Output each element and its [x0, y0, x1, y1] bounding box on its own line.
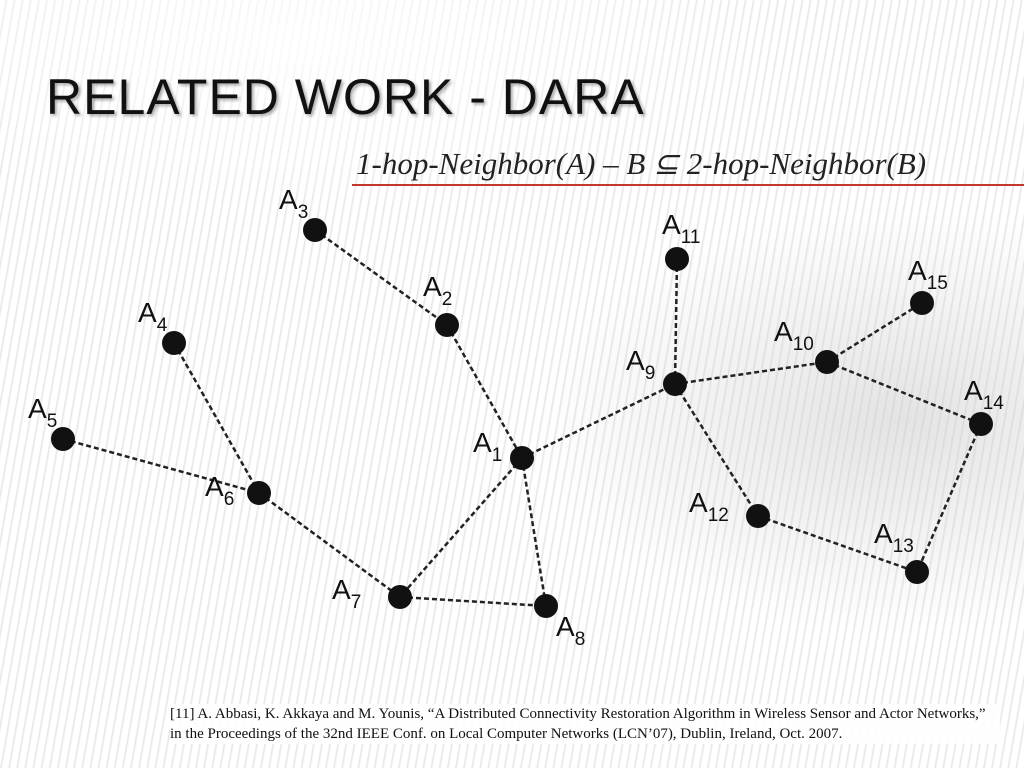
- node-a13: [905, 560, 929, 584]
- nodes-layer: [51, 218, 993, 618]
- slide-title: RELATED WORK - DARA: [46, 69, 645, 125]
- node-label-a14: A14: [964, 375, 1004, 414]
- edge-a10-a15: [826, 301, 923, 364]
- edge-a4-a6: [172, 342, 261, 494]
- node-a15: [910, 291, 934, 315]
- node-a12: [746, 504, 770, 528]
- node-a4: [162, 331, 186, 355]
- node-label-a13: A13: [874, 518, 914, 557]
- node-label-a6: A6: [205, 471, 234, 510]
- edge-a10-a14: [826, 360, 982, 426]
- formula-underline: [352, 184, 1024, 186]
- node-a6: [247, 481, 271, 505]
- node-label-a3: A3: [279, 184, 308, 223]
- edge-a2-a1: [445, 324, 524, 459]
- edge-a7-a8: [399, 595, 547, 608]
- edge-a1-a8: [520, 457, 548, 607]
- citation-reference: [11] A. Abbasi, K. Akkaya and M. Younis,…: [170, 704, 1000, 744]
- node-a7: [388, 585, 412, 609]
- edge-a1-a7: [399, 457, 523, 598]
- edges-layer: [62, 228, 983, 608]
- edge-a1-a9: [521, 382, 676, 460]
- node-label-a2: A2: [423, 271, 452, 310]
- node-label-a7: A7: [332, 574, 361, 613]
- neighbor-formula: 1-hop-Neighbor(A) – B ⊆ 2-hop-Neighbor(B…: [356, 146, 927, 181]
- node-label-a10: A10: [774, 316, 814, 355]
- node-a11: [665, 247, 689, 271]
- edge-a9-a12: [673, 383, 760, 517]
- node-label-a9: A9: [626, 345, 655, 384]
- node-label-a8: A8: [556, 611, 585, 650]
- node-label-a5: A5: [28, 393, 57, 432]
- edge-a12-a13: [757, 514, 918, 574]
- node-a2: [435, 313, 459, 337]
- node-a5: [51, 427, 75, 451]
- node-a10: [815, 350, 839, 374]
- node-label-a4: A4: [138, 297, 168, 336]
- edge-a9-a10: [674, 360, 828, 386]
- node-a1: [510, 446, 534, 470]
- node-a9: [663, 372, 687, 396]
- node-label-a15: A15: [908, 255, 948, 294]
- edge-a6-a7: [258, 491, 401, 599]
- node-label-a1: A1: [473, 427, 502, 466]
- node-label-a11: A11: [662, 209, 700, 248]
- edge-a3-a2: [314, 228, 448, 327]
- node-a3: [303, 218, 327, 242]
- node-a8: [534, 594, 558, 618]
- edge-a5-a6: [62, 437, 260, 495]
- edge-a14-a13: [915, 423, 983, 573]
- node-label-a12: A12: [689, 487, 729, 526]
- edge-a9-a11: [673, 258, 679, 385]
- node-a14: [969, 412, 993, 436]
